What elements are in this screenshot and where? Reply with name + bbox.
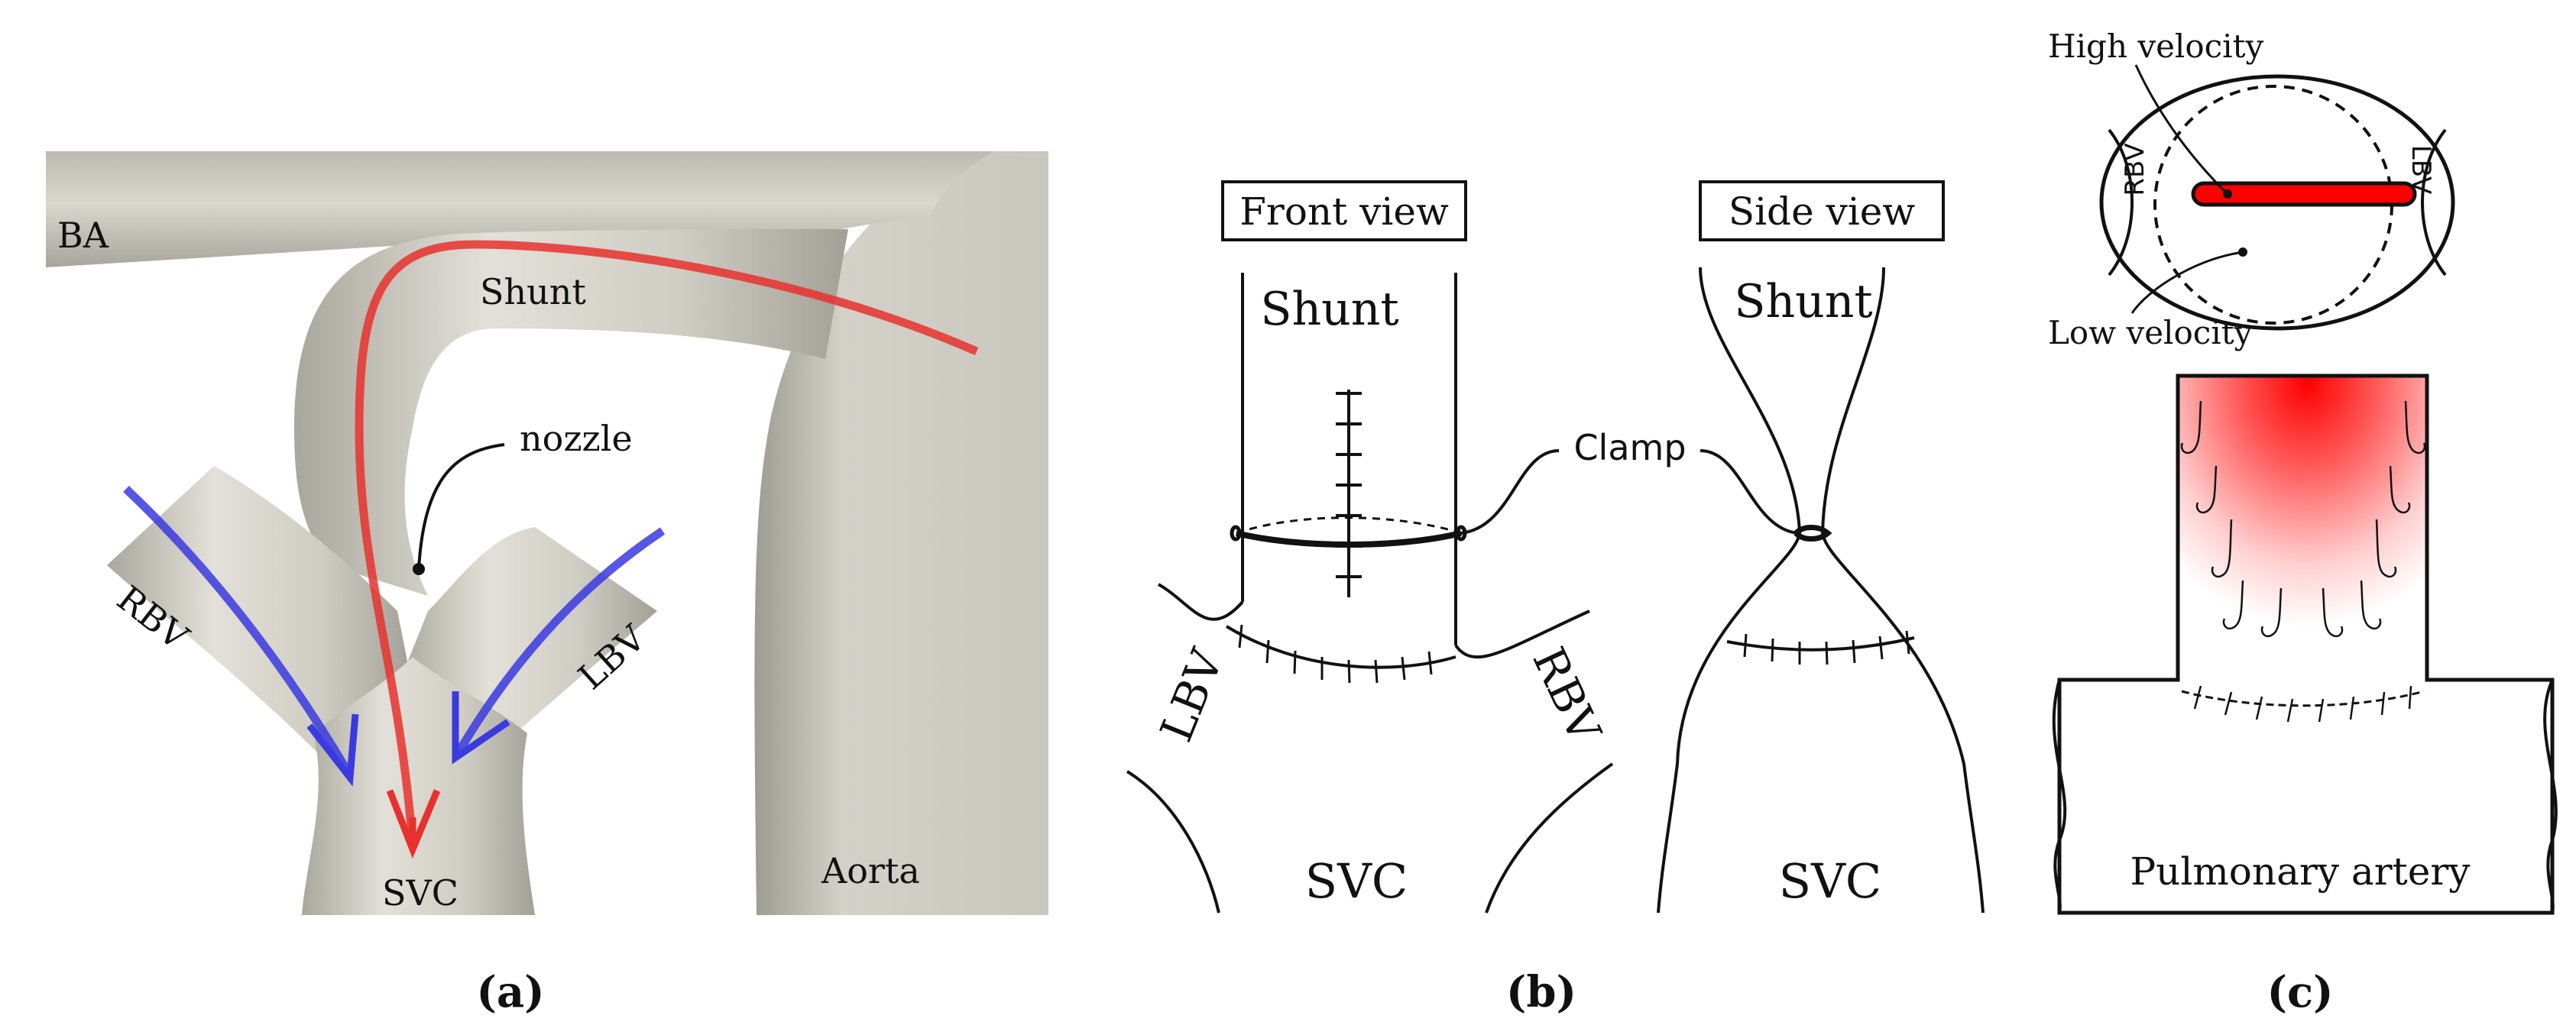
front-shunt-label: Shunt bbox=[1260, 283, 1398, 336]
front-rbv-lower bbox=[1485, 762, 1614, 914]
rbv-label: RBV bbox=[1522, 639, 1611, 751]
clamp-label: Clamp bbox=[1573, 427, 1686, 468]
caption-c: (c) bbox=[2267, 967, 2333, 1017]
label-svc: SVC bbox=[382, 872, 458, 914]
panel-b bbox=[1126, 180, 1985, 914]
lbv-inlet-arc bbox=[2421, 128, 2447, 277]
side-view-box bbox=[1699, 180, 1945, 241]
low-velocity-pointer bbox=[2130, 251, 2244, 314]
shunt-vessel bbox=[294, 229, 848, 596]
lbv-flow-arrow bbox=[455, 527, 666, 755]
front-clamp-front bbox=[1236, 530, 1462, 548]
low-velocity-label: Low velocity bbox=[2048, 314, 2253, 351]
clamp-leader-left bbox=[1460, 449, 1560, 535]
front-view-title: Front view bbox=[1239, 189, 1449, 234]
jet-plume bbox=[2178, 376, 2427, 681]
panel-a: BA Shunt nozzle RBV LBV SVC Aorta (a) bbox=[46, 151, 1048, 1017]
rbv-vessel bbox=[107, 466, 413, 756]
panel-b-labels: Front view Side view Shunt Shunt Clamp L… bbox=[1150, 189, 1915, 1017]
front-suture-ladder bbox=[1336, 390, 1362, 597]
front-rbv-upper bbox=[1454, 610, 1590, 658]
front-view-box bbox=[1221, 180, 1467, 241]
front-anastomosis bbox=[1225, 625, 1456, 669]
cross-section-outer bbox=[2099, 74, 2455, 331]
caption-a: (a) bbox=[476, 967, 544, 1017]
nozzle-point bbox=[413, 563, 425, 575]
arterial-arrow-head bbox=[386, 789, 441, 859]
panel-c bbox=[2052, 64, 2558, 915]
lbv-label: LBV bbox=[1150, 642, 1234, 749]
lbv-arrow-head bbox=[452, 691, 510, 765]
caption-b: (b) bbox=[1506, 967, 1576, 1017]
front-lbv-lower bbox=[1126, 770, 1220, 914]
lbv-inlet-label: LBV bbox=[2406, 145, 2436, 194]
low-velocity-point bbox=[2238, 247, 2247, 257]
arterial-flow-arrow bbox=[355, 240, 979, 845]
pulmonary-stitches bbox=[2193, 685, 2412, 723]
rbv-inlet-arc bbox=[2108, 128, 2134, 277]
label-nozzle: nozzle bbox=[520, 418, 633, 459]
high-velocity-label: High velocity bbox=[2048, 27, 2263, 65]
rbv-flow-arrow bbox=[123, 486, 352, 774]
high-velocity-pointer bbox=[2134, 64, 2229, 196]
panel-c-labels: High velocity Low velocity RBV LBV Pulmo… bbox=[2048, 27, 2471, 1017]
high-velocity-point bbox=[2223, 189, 2232, 199]
side-anastomosis-stitches bbox=[1743, 630, 1910, 665]
pulmonary-right-end bbox=[2543, 679, 2558, 914]
label-ba: BA bbox=[57, 215, 109, 256]
side-left-wall bbox=[1657, 267, 1802, 914]
front-lbv-upper bbox=[1158, 583, 1244, 621]
side-shunt-label: Shunt bbox=[1734, 275, 1872, 328]
side-right-wall bbox=[1820, 267, 1985, 914]
label-aorta: Aorta bbox=[821, 850, 920, 891]
pulmonary-left-end bbox=[2052, 679, 2067, 914]
side-clamp bbox=[1793, 525, 1832, 542]
front-clamp-back bbox=[1236, 516, 1462, 535]
high-velocity-jet bbox=[2191, 181, 2417, 207]
side-view-title: Side view bbox=[1729, 189, 1916, 234]
side-anastomosis bbox=[1726, 636, 1915, 652]
front-anastomosis-stitches bbox=[1238, 624, 1433, 684]
rbv-inlet-label: RBV bbox=[2120, 143, 2150, 196]
front-svc-label: SVC bbox=[1305, 853, 1408, 909]
flow-curls bbox=[2180, 400, 2426, 638]
rbv-arrow-head bbox=[306, 713, 359, 787]
front-clamp-end bbox=[1230, 525, 1242, 542]
label-shunt: Shunt bbox=[480, 271, 586, 312]
nozzle-pointer bbox=[417, 443, 505, 570]
pulmonary-anastomosis bbox=[2181, 690, 2425, 707]
pulmonary-artery-label: Pulmonary artery bbox=[2130, 849, 2471, 894]
clamp-leader-right bbox=[1700, 449, 1798, 535]
side-svc-label: SVC bbox=[1779, 853, 1882, 909]
ba-vessel bbox=[46, 151, 993, 267]
